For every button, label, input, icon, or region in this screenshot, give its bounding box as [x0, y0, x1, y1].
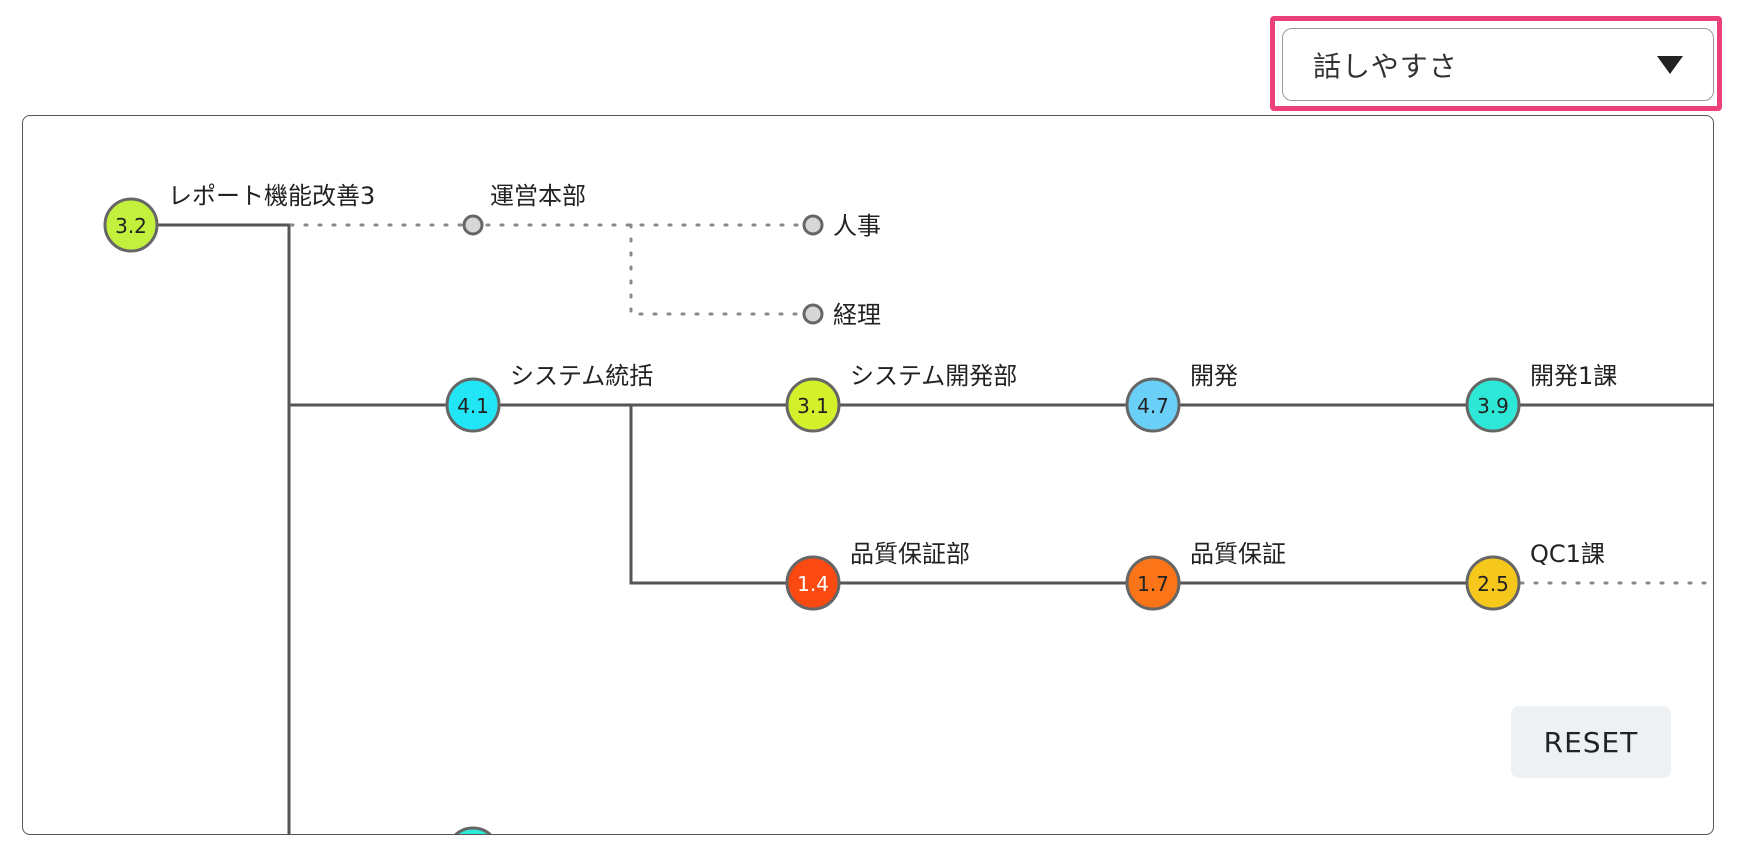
- node-score: 3.2: [115, 214, 147, 238]
- node-score: 2.5: [1477, 572, 1509, 596]
- tree-node-partial[interactable]: [447, 826, 499, 835]
- org-tree-panel[interactable]: 3.2 レポート機能改善3 運営本部 人事 経理 4.1 システム統括: [22, 115, 1714, 835]
- node-circle: [785, 555, 841, 611]
- reset-button[interactable]: RESET: [1511, 706, 1671, 778]
- node-score: 1.7: [1137, 572, 1169, 596]
- tree-node-unei[interactable]: 運営本部: [462, 182, 586, 236]
- tree-node-qc1[interactable]: 2.5 QC1課: [1465, 540, 1605, 611]
- node-circle: [1125, 377, 1181, 433]
- node-label: システム統括: [510, 362, 653, 390]
- node-label: 品質保証部: [850, 540, 970, 568]
- node-circle: [802, 303, 824, 325]
- caret-down-icon: [1657, 55, 1683, 74]
- edge-system-qa: [629, 405, 813, 585]
- node-label: システム開発部: [850, 362, 1017, 390]
- node-label: 運営本部: [490, 182, 586, 210]
- node-circle: [103, 197, 159, 253]
- tree-node-qa2[interactable]: 1.7 品質保証: [1125, 540, 1286, 611]
- node-score: 4.7: [1137, 394, 1169, 418]
- node-label: 開発1課: [1530, 362, 1617, 390]
- tree-node-sysdev[interactable]: 3.1 システム開発部: [785, 362, 1017, 433]
- org-tree-canvas[interactable]: 3.2 レポート機能改善3 運営本部 人事 経理 4.1 システム統括: [23, 116, 1714, 835]
- edge-unei-keiri: [629, 223, 815, 316]
- tree-node-qa[interactable]: 1.4 品質保証部: [785, 540, 970, 611]
- node-score: 3.9: [1477, 394, 1509, 418]
- tree-node-keiri[interactable]: 経理: [802, 301, 881, 329]
- node-circle: [1465, 377, 1521, 433]
- node-circle: [785, 377, 841, 433]
- tree-node-jinji[interactable]: 人事: [802, 212, 881, 240]
- tree-node-report[interactable]: 3.2 レポート機能改善3: [103, 182, 375, 253]
- tree-node-kaihatsu[interactable]: 4.7 開発: [1125, 362, 1238, 433]
- node-label: 人事: [833, 212, 881, 240]
- node-circle: [1465, 555, 1521, 611]
- node-label: レポート機能改善3: [168, 182, 375, 210]
- node-score: 3.1: [797, 394, 829, 418]
- node-label: QC1課: [1530, 540, 1605, 568]
- node-circle: [802, 214, 824, 236]
- node-score: 4.1: [457, 394, 489, 418]
- tree-connectors: [131, 223, 1713, 834]
- edge-report-trunk: [131, 223, 291, 834]
- node-label: 品質保証: [1190, 540, 1286, 568]
- metric-select-value: 話しやすさ: [1313, 49, 1458, 83]
- tree-node-kaihatsu1[interactable]: 3.9 開発1課: [1465, 362, 1617, 433]
- tree-dotted-connectors: [289, 223, 1713, 585]
- node-circle: [454, 826, 492, 834]
- node-label: 経理: [833, 301, 881, 329]
- select-highlight-frame: [1270, 16, 1722, 111]
- node-circle: [445, 377, 501, 433]
- node-score: 1.4: [797, 572, 829, 596]
- node-label: 開発: [1190, 362, 1238, 390]
- tree-node-system[interactable]: 4.1 システム統括: [445, 362, 653, 433]
- node-circle: [1125, 555, 1181, 611]
- metric-select[interactable]: 話しやすさ: [1282, 28, 1714, 101]
- node-circle: [462, 214, 484, 236]
